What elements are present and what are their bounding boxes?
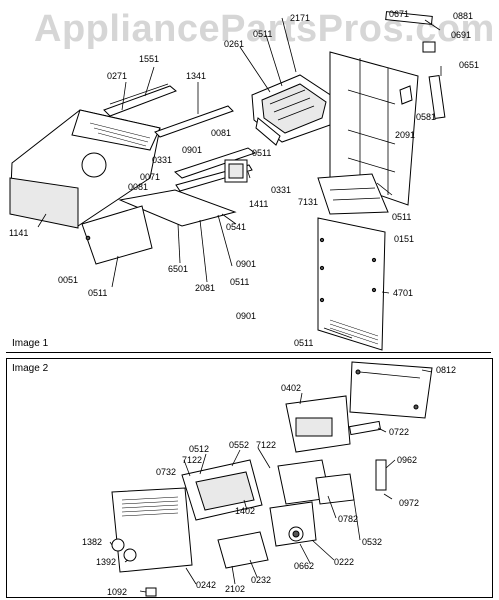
callout: 0511 (252, 148, 272, 158)
mounting-bracket-0812 (349, 361, 433, 419)
callout: 0051 (58, 275, 79, 285)
bracket-0651 (428, 74, 446, 120)
image1-frame (6, 352, 491, 353)
callout: 1141 (9, 228, 29, 238)
leader-lines-image2 (109, 369, 433, 593)
callout: 0901 (236, 311, 257, 321)
section-label-image1: Image 1 (12, 338, 49, 349)
callout: 0691 (451, 30, 472, 40)
callout: 0581 (416, 112, 437, 122)
callout: 1092 (107, 587, 128, 597)
callout: 0662 (294, 561, 315, 571)
callout: 0261 (224, 39, 245, 49)
leader-lines-image1 (37, 17, 442, 339)
callout: 0081 (211, 128, 232, 138)
callout: 7131 (298, 197, 319, 207)
ice-maker-assembly (251, 74, 336, 146)
callout: 0222 (334, 557, 355, 567)
callout: 0962 (397, 455, 418, 465)
callout: 7122 (256, 440, 277, 450)
callout: 0671 (389, 9, 410, 19)
callout: 0071 (140, 172, 161, 182)
bracket-plate (174, 147, 257, 179)
callout: 0402 (281, 383, 302, 393)
callout: 7122 (182, 455, 203, 465)
callout: 0511 (88, 288, 108, 298)
callout: 0512 (189, 444, 210, 454)
callout: 2102 (225, 584, 246, 594)
callout: 0331 (271, 185, 292, 195)
callout: 0331 (152, 155, 173, 165)
section-label-image2: Image 2 (12, 363, 49, 374)
hinge-0881 (385, 11, 433, 25)
callout: 0081 (128, 182, 149, 192)
callout: 0511 (294, 338, 314, 348)
callout: 0271 (107, 71, 128, 81)
callout: 0511 (392, 212, 412, 222)
callout: 0511 (230, 277, 250, 287)
callout: 0732 (156, 467, 177, 477)
callout: 0232 (251, 575, 272, 585)
vent-grille (317, 173, 389, 215)
callout: 0151 (394, 234, 415, 244)
shelf (118, 189, 237, 227)
actuator-0232 (217, 531, 269, 569)
ice-bucket-housing (9, 109, 161, 229)
callout: 1392 (96, 557, 117, 567)
shaft-0722 (348, 420, 382, 436)
freezer-liner (329, 51, 419, 206)
knob-1392 (123, 548, 137, 562)
auger-rail (103, 85, 177, 117)
callout: 0552 (229, 440, 250, 450)
callout: 4701 (393, 288, 414, 298)
callout: 0242 (196, 580, 217, 590)
callout: 1551 (139, 54, 160, 64)
callout: 0541 (226, 222, 247, 232)
callout: 0511 (253, 29, 273, 39)
bracket-0962 (375, 459, 387, 491)
callout: 0722 (389, 427, 410, 437)
callout: 1382 (82, 537, 103, 547)
front-cover (81, 205, 153, 265)
rear-panel-4701 (317, 217, 386, 351)
callout: 0901 (182, 145, 203, 155)
callout: 0782 (338, 514, 359, 524)
callout: 1402 (235, 506, 256, 516)
callout: 6501 (168, 264, 189, 274)
image2-frame (6, 358, 493, 598)
part-0581 (399, 85, 413, 105)
callout: 0901 (236, 259, 257, 269)
callout: 0812 (436, 365, 457, 375)
callout: 1341 (186, 71, 207, 81)
callout: 0532 (362, 537, 383, 547)
callout: 2081 (195, 283, 216, 293)
callout: 2171 (290, 13, 311, 23)
clip-0691 (422, 41, 436, 53)
callout: 2091 (395, 130, 416, 140)
motor-0222 (269, 501, 317, 547)
callout: 0651 (459, 60, 480, 70)
callout: 0881 (453, 11, 474, 21)
callout: 1411 (249, 199, 269, 209)
rail-1341 (154, 105, 234, 138)
callout: 0972 (399, 498, 420, 508)
